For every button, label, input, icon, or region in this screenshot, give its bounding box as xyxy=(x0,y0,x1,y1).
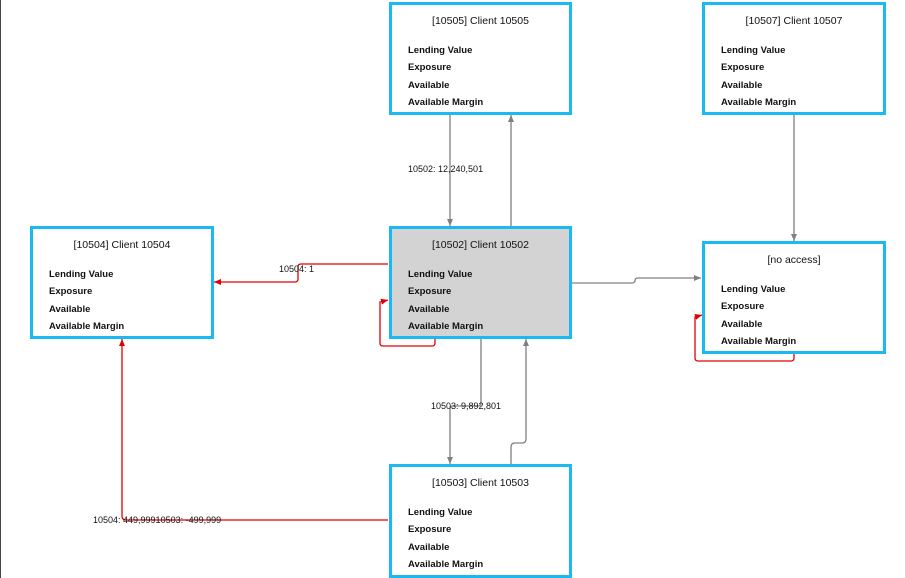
node-title: [10503] Client 10503 xyxy=(432,477,529,489)
field-available-margin: Available Margin xyxy=(49,321,125,333)
edge-10503-to-10504 xyxy=(119,339,388,521)
field-available-margin: Available Margin xyxy=(721,97,797,109)
edge-label-10502: 10502: 12,240,501 xyxy=(408,164,484,174)
field-lending-value: Lending Value xyxy=(49,269,114,280)
field-available: Available xyxy=(721,318,763,330)
node-client-10504[interactable]: [10504] Client 10504 Lending Value Expos… xyxy=(30,226,214,339)
edge-10502-to-noaccess xyxy=(572,275,701,284)
node-client-10503[interactable]: [10503] Client 10503 Lending Value Expos… xyxy=(389,464,572,578)
field-exposure: Exposure xyxy=(408,286,452,298)
node-client-10502[interactable]: [10502] Client 10502 Lending Value Expos… xyxy=(389,226,572,339)
node-client-10505[interactable]: [10505] Client 10505 Lending Value Expos… xyxy=(389,2,572,115)
edge-noaccess-self-loop xyxy=(694,314,795,362)
field-exposure: Exposure xyxy=(408,62,452,74)
field-exposure: Exposure xyxy=(721,62,765,74)
field-available: Available xyxy=(721,79,763,91)
field-lending-value: Lending Value xyxy=(721,45,786,56)
field-lending-value: Lending Value xyxy=(408,269,473,280)
edge-10502-to-10504 xyxy=(214,263,388,285)
edge-label-10504-to-10504: 10504: 1 xyxy=(279,264,315,274)
node-fields: Lending Value Exposure Available Availab… xyxy=(408,504,483,574)
edge-10503-to-10502 xyxy=(510,339,529,464)
node-title: [no access] xyxy=(767,254,821,266)
field-available-margin: Available Margin xyxy=(408,559,484,571)
field-exposure: Exposure xyxy=(408,524,452,536)
node-fields: Lending Value Exposure Available Availab… xyxy=(408,42,483,112)
field-available: Available xyxy=(408,79,450,91)
node-title: [10505] Client 10505 xyxy=(432,15,529,27)
edge-label-10503: 10503: 9,892,801 xyxy=(431,401,502,411)
node-fields: Lending Value Exposure Available Availab… xyxy=(408,266,483,336)
field-available-margin: Available Margin xyxy=(408,321,484,333)
node-title: [10502] Client 10502 xyxy=(432,239,529,251)
edge-label-10504-10503: 10504: 449,99910503: -499,999 xyxy=(93,515,222,525)
edge-10502-to-10503 xyxy=(447,339,482,464)
field-lending-value: Lending Value xyxy=(721,284,786,295)
node-title: [10504] Client 10504 xyxy=(73,239,171,251)
node-client-10507[interactable]: [10507] Client 10507 Lending Value Expos… xyxy=(702,2,886,115)
node-no-access[interactable]: [no access] Lending Value Exposure Avail… xyxy=(702,241,886,354)
field-available: Available xyxy=(408,541,450,553)
node-fields: Lending Value Exposure Available Availab… xyxy=(721,281,796,351)
field-exposure: Exposure xyxy=(721,301,765,313)
field-available-margin: Available Margin xyxy=(408,97,484,109)
node-fields: Lending Value Exposure Available Availab… xyxy=(49,266,124,336)
field-exposure: Exposure xyxy=(49,286,93,298)
field-lending-value: Lending Value xyxy=(408,507,473,518)
field-lending-value: Lending Value xyxy=(408,45,473,56)
edge-10502-self-loop xyxy=(379,298,436,347)
node-title: [10507] Client 10507 xyxy=(745,15,843,27)
canvas-left-border xyxy=(0,0,1,578)
field-available: Available xyxy=(49,303,91,315)
field-available: Available xyxy=(408,303,450,315)
field-available-margin: Available Margin xyxy=(721,336,797,348)
node-fields: Lending Value Exposure Available Availab… xyxy=(721,42,796,112)
